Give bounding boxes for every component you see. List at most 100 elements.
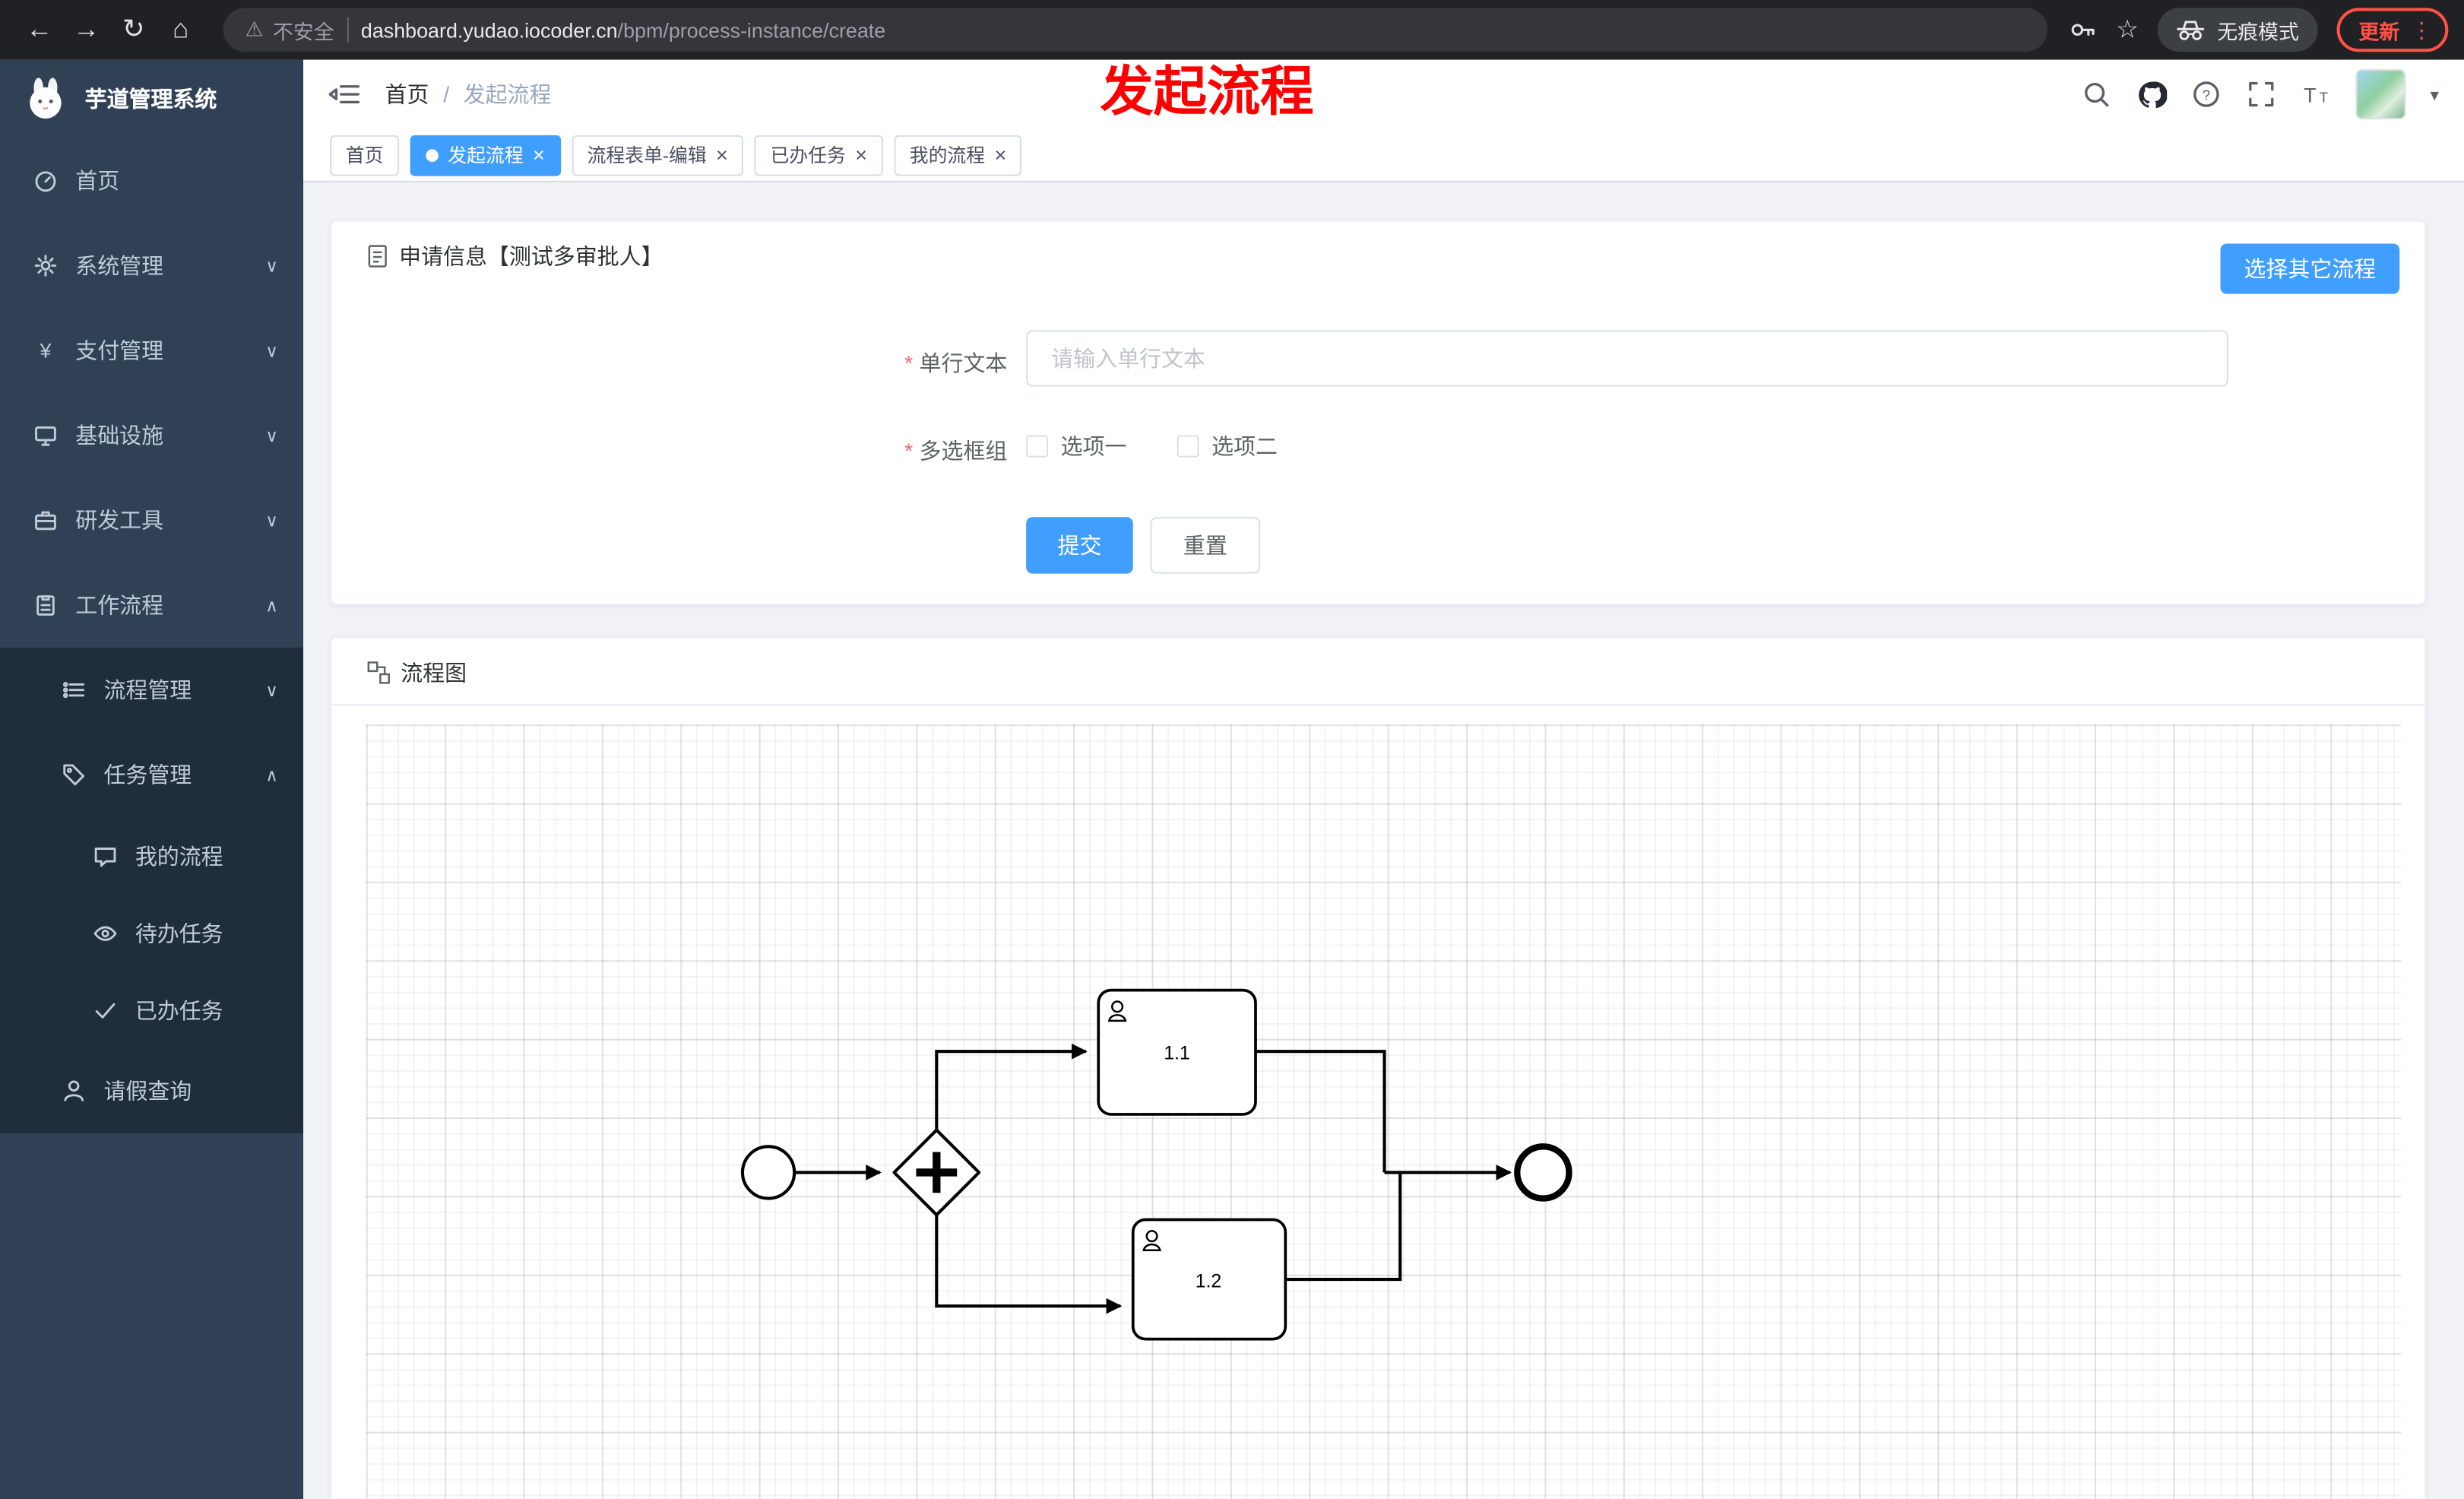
help-icon[interactable]: ? bbox=[2191, 78, 2222, 109]
sidebar-item-task-management[interactable]: 任务管理 ∧ bbox=[0, 733, 303, 818]
checkbox-box[interactable] bbox=[1026, 435, 1049, 458]
tab-done-tasks[interactable]: 已办任务 × bbox=[754, 134, 883, 176]
reload-icon[interactable]: ↻ bbox=[122, 14, 145, 44]
sidebar-item-workflow[interactable]: 工作流程 ∧ bbox=[0, 563, 303, 648]
sidebar-item-leave-query[interactable]: 请假查询 bbox=[0, 1048, 303, 1133]
sidebar-item-payment[interactable]: ¥ 支付管理 ∨ bbox=[0, 308, 303, 393]
browser-menu-icon[interactable]: ⋮ bbox=[2410, 16, 2433, 42]
document-icon bbox=[368, 245, 387, 268]
sidebar-item-home[interactable]: 首页 bbox=[0, 138, 303, 223]
search-icon[interactable] bbox=[2081, 78, 2112, 109]
sidebar-item-system[interactable]: 系统管理 ∨ bbox=[0, 223, 303, 309]
tags-view-bar: 首页 发起流程 × 流程表单-编辑× 已办任务 × 我的流程 × bbox=[303, 128, 2464, 182]
submit-button[interactable]: 提交 bbox=[1026, 517, 1133, 574]
sidebar-item-label: 我的流程 bbox=[135, 843, 223, 869]
close-icon[interactable]: × bbox=[716, 143, 728, 167]
sidebar-item-label: 待办任务 bbox=[135, 920, 223, 946]
list-icon bbox=[60, 677, 88, 702]
back-icon[interactable]: ← bbox=[26, 14, 53, 44]
sidebar-item-process-management[interactable]: 流程管理 ∨ bbox=[0, 648, 303, 733]
flow-gateway-to-task2 bbox=[935, 1215, 1123, 1314]
start-event[interactable] bbox=[740, 1145, 797, 1200]
sidebar-item-devtools[interactable]: 研发工具 ∨ bbox=[0, 478, 303, 563]
gear-icon bbox=[31, 253, 59, 278]
tab-label: 发起流程 bbox=[448, 144, 524, 167]
card-title: 流程图 bbox=[366, 657, 467, 688]
sidebar-item-label: 基础设施 bbox=[75, 423, 164, 448]
tab-home[interactable]: 首页 bbox=[330, 134, 400, 176]
sidebar-item-label: 请假查询 bbox=[103, 1078, 192, 1104]
tab-form-edit[interactable]: 流程表单-编辑× bbox=[571, 134, 744, 176]
app-logo[interactable]: 芋道管理系统 bbox=[0, 60, 303, 138]
sidebar-item-infrastructure[interactable]: 基础设施 ∨ bbox=[0, 393, 303, 478]
close-icon[interactable]: × bbox=[994, 143, 1007, 167]
avatar-caret-icon[interactable]: ▾ bbox=[2430, 85, 2439, 105]
dashboard-icon bbox=[31, 168, 59, 193]
card-title-text: 流程图 bbox=[401, 660, 467, 686]
user-task-2[interactable]: 1.2 bbox=[1131, 1218, 1287, 1341]
user-task-1[interactable]: 1.1 bbox=[1097, 988, 1257, 1116]
sidebar-item-label: 已办任务 bbox=[135, 997, 223, 1022]
checkbox-box[interactable] bbox=[1177, 435, 1199, 458]
forward-icon[interactable]: → bbox=[73, 14, 100, 44]
checkbox-group: 选项一 选项二 bbox=[1026, 424, 1278, 468]
tab-label: 我的流程 bbox=[909, 144, 986, 167]
svg-text:?: ? bbox=[2203, 87, 2211, 103]
sidebar-item-my-process[interactable]: 我的流程 bbox=[0, 817, 303, 894]
person-icon bbox=[60, 1078, 88, 1103]
sidebar-item-done-tasks[interactable]: 已办任务 bbox=[0, 971, 303, 1048]
fullscreen-icon[interactable] bbox=[2247, 78, 2278, 109]
logo-rabbit-icon bbox=[30, 78, 62, 119]
security-label: 不安全 bbox=[273, 19, 334, 43]
bookmark-star-icon[interactable]: ☆ bbox=[2116, 17, 2139, 44]
tag-icon bbox=[60, 762, 88, 788]
chevron-down-icon: ∨ bbox=[265, 426, 278, 446]
end-event[interactable] bbox=[1514, 1143, 1572, 1202]
update-label: 更新 bbox=[2358, 19, 2400, 43]
github-icon[interactable] bbox=[2136, 78, 2168, 109]
gateway-plus-icon bbox=[916, 1152, 958, 1193]
tab-label: 已办任务 bbox=[770, 144, 846, 167]
sidebar-item-todo-tasks[interactable]: 待办任务 bbox=[0, 894, 303, 971]
main-content: 申请信息【测试多审批人】 选择其它流程 *单行文本 *多选框组 选项一 选项二 bbox=[303, 182, 2464, 1499]
checkbox-option-1[interactable]: 选项一 bbox=[1026, 431, 1126, 462]
sidebar-item-label: 工作流程 bbox=[75, 592, 164, 618]
security-status[interactable]: ⚠ 不安全 bbox=[245, 15, 334, 45]
choose-other-process-button[interactable]: 选择其它流程 bbox=[2220, 243, 2400, 294]
task-label: 1.1 bbox=[1164, 1044, 1189, 1064]
diagram-card-header: 流程图 bbox=[331, 638, 2425, 706]
sidebar-item-label: 系统管理 bbox=[75, 252, 164, 278]
sidebar-item-label: 研发工具 bbox=[75, 507, 164, 533]
flowchart-icon bbox=[367, 661, 390, 684]
field-label-single-text: *单行文本 bbox=[904, 350, 1008, 376]
required-asterisk: * bbox=[904, 350, 914, 376]
process-diagram-card: 流程图 bbox=[330, 636, 2427, 1499]
user-avatar[interactable] bbox=[2356, 68, 2407, 120]
breadcrumb-home[interactable]: 首页 bbox=[385, 81, 429, 107]
tab-my-process[interactable]: 我的流程 × bbox=[894, 134, 1022, 176]
card-title: 申请信息【测试多审批人】 bbox=[366, 240, 664, 271]
update-browser-button[interactable]: 更新 ⋮ bbox=[2336, 8, 2449, 52]
browser-toolbar: ← → ↻ ⌂ ⚠ 不安全 dashboard.yudao.iocoder.cn… bbox=[0, 0, 2464, 60]
reset-button[interactable]: 重置 bbox=[1150, 517, 1261, 574]
chat-bubble-icon bbox=[91, 843, 119, 868]
warning-icon: ⚠ bbox=[245, 17, 264, 41]
chevron-up-icon: ∧ bbox=[265, 765, 278, 785]
close-icon[interactable]: × bbox=[855, 143, 867, 167]
checkbox-option-2[interactable]: 选项二 bbox=[1177, 431, 1278, 462]
collapse-sidebar-icon[interactable] bbox=[328, 78, 360, 109]
key-icon[interactable] bbox=[2066, 14, 2097, 46]
close-icon[interactable]: × bbox=[532, 143, 545, 167]
sidebar-item-label: 首页 bbox=[75, 168, 120, 194]
incognito-icon bbox=[2177, 21, 2205, 40]
monitor-icon bbox=[31, 423, 59, 448]
single-text-input[interactable] bbox=[1026, 330, 2228, 387]
bpmn-canvas[interactable]: 1.1 1.2 bbox=[366, 724, 2402, 1499]
address-bar[interactable]: ⚠ 不安全 dashboard.yudao.iocoder.cn/bpm/pro… bbox=[223, 8, 2048, 52]
home-icon[interactable]: ⌂ bbox=[173, 14, 189, 44]
tab-label: 首页 bbox=[345, 144, 384, 167]
tab-create-process[interactable]: 发起流程 × bbox=[410, 134, 561, 176]
